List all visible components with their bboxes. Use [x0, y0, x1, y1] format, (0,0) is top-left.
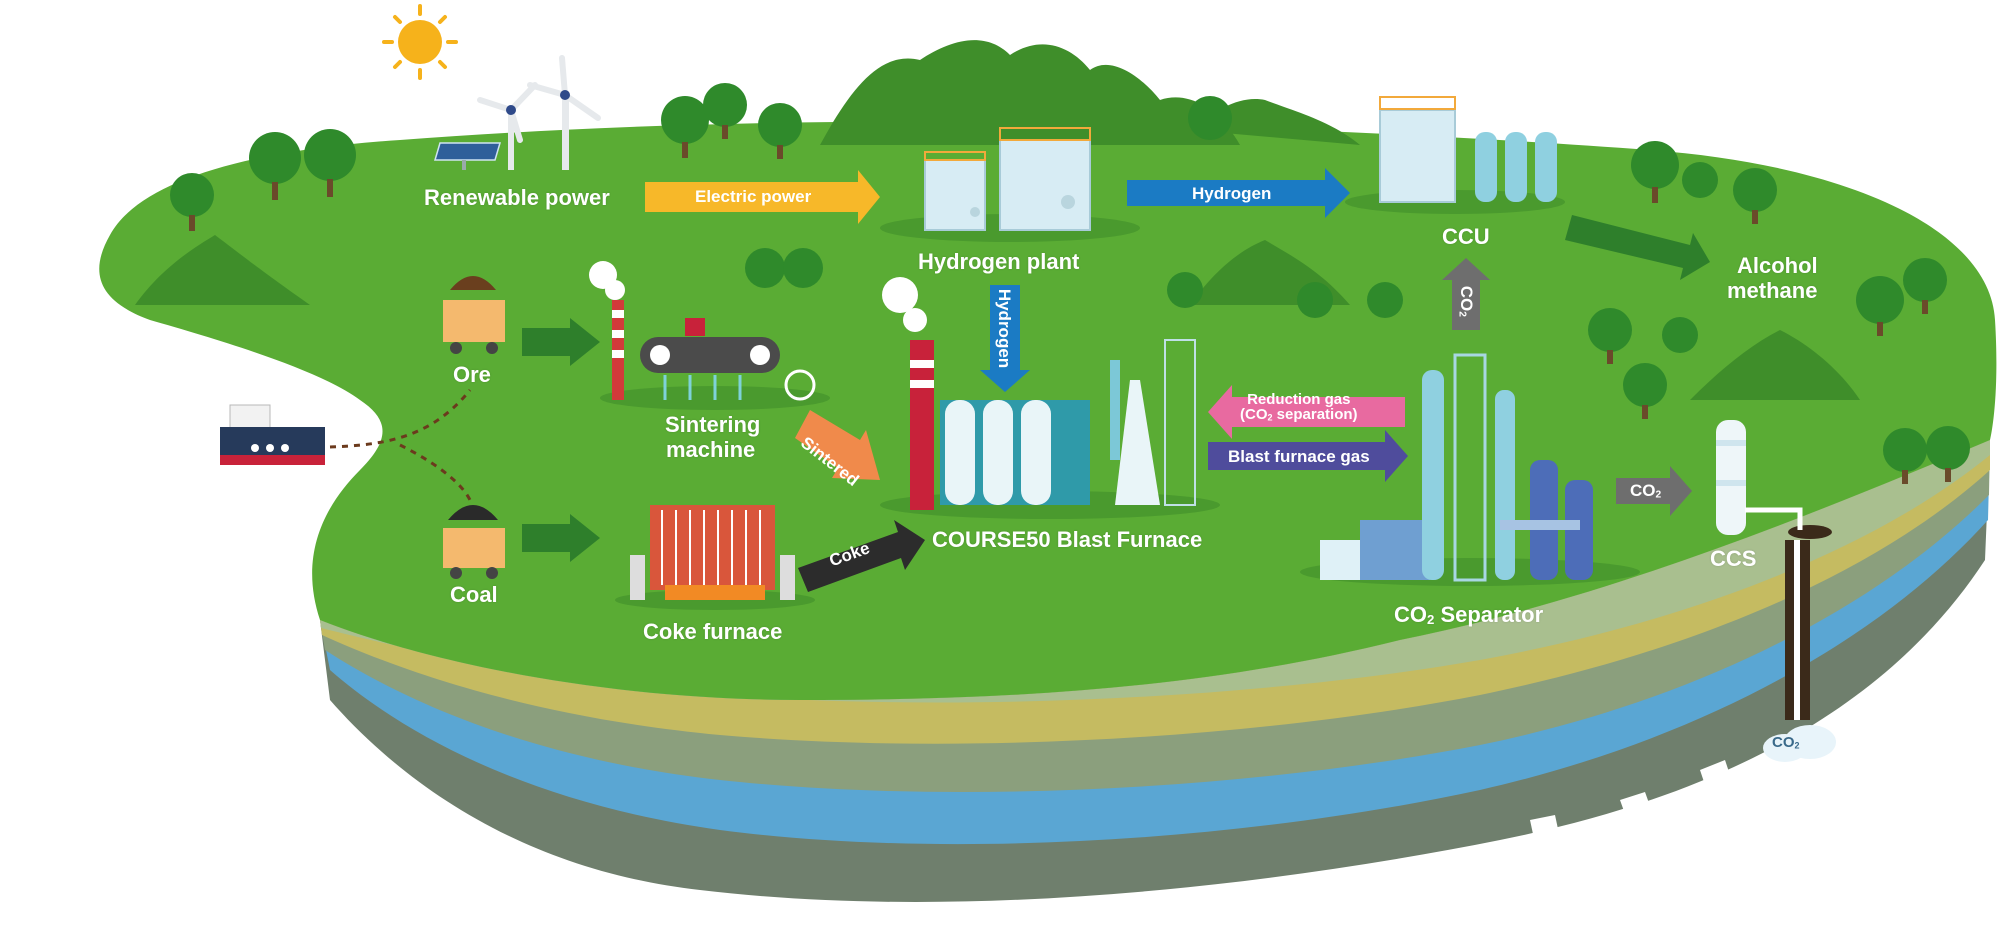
- shipping-route: [329, 389, 472, 449]
- co2-bubble-icon: [1763, 725, 1836, 762]
- trees: [170, 83, 1970, 484]
- ore-flow-arrow: [522, 318, 600, 366]
- electric-power-arrow: [645, 170, 880, 224]
- co2-underground-flow: [1530, 760, 1730, 834]
- reduction-gas-arrow: [1208, 385, 1405, 439]
- coal-flow-arrow: [522, 514, 600, 562]
- sintering-label: Sintering: [665, 412, 761, 437]
- ore-cart-icon: [443, 276, 505, 354]
- electric-power-text: Electric power: [695, 187, 812, 206]
- co2-separator-label: CO2 Separator: [1394, 602, 1544, 627]
- coke-arrow: [798, 520, 925, 592]
- hydrogen-text: Hydrogen: [1192, 184, 1272, 203]
- sun-icon: [382, 4, 458, 80]
- ccu-plant-icon: [1345, 96, 1565, 214]
- hydrogen-down-arrow: [980, 285, 1030, 392]
- underground-strata: [320, 440, 1990, 902]
- renewable-power-label: Renewable power: [424, 185, 610, 210]
- reduction-gas-text: Reduction gas (CO2 separation): [1240, 391, 1358, 423]
- hills: [135, 40, 1860, 400]
- hydrogen-arrow: [1127, 168, 1350, 218]
- sintering-machine-icon: [589, 261, 830, 410]
- hydrogen-vertical-text: Hydrogen: [995, 288, 1015, 369]
- coke-furnace-icon: [615, 505, 815, 610]
- co2-up-arrow: [1442, 258, 1490, 330]
- co2-bubble-text: CO2: [1772, 734, 1800, 751]
- machine-label: machine: [666, 437, 756, 462]
- co2-to-ccs-text: CO2: [1630, 481, 1662, 501]
- ccs-label: CCS: [1710, 546, 1757, 571]
- blast-furnace-icon: [880, 277, 1220, 519]
- hydrogen-plant-label: Hydrogen plant: [918, 249, 1080, 274]
- ccs-icon: [1716, 420, 1832, 720]
- coal-cart-icon: [443, 505, 505, 579]
- alcohol-label: Alcohol: [1737, 253, 1818, 278]
- ship-icon: [220, 404, 325, 465]
- coal-label: Coal: [450, 582, 498, 607]
- shipping-route-coal: [399, 443, 472, 501]
- blast-furnace-gas-arrow: [1208, 430, 1408, 482]
- alcohol-methane-arrow: [1565, 215, 1710, 280]
- co2-up-text: CO2: [1456, 285, 1476, 317]
- sintered-arrow: [795, 410, 880, 480]
- coke-furnace-label: Coke furnace: [643, 619, 783, 644]
- blast-furnace-gas-text: Blast furnace gas: [1228, 447, 1370, 466]
- solar-panel-icon: [433, 142, 502, 170]
- hydrogen-plant-icon: [880, 127, 1140, 242]
- ore-label: Ore: [453, 362, 491, 387]
- ccu-label: CCU: [1442, 224, 1490, 249]
- wind-turbine-icon: [477, 55, 601, 170]
- methane-label: methane: [1727, 278, 1818, 303]
- blast-furnace-label: COURSE50 Blast Furnace: [932, 527, 1203, 552]
- co2-separator-icon: [1300, 353, 1640, 586]
- co2-to-ccs-arrow: [1616, 466, 1692, 516]
